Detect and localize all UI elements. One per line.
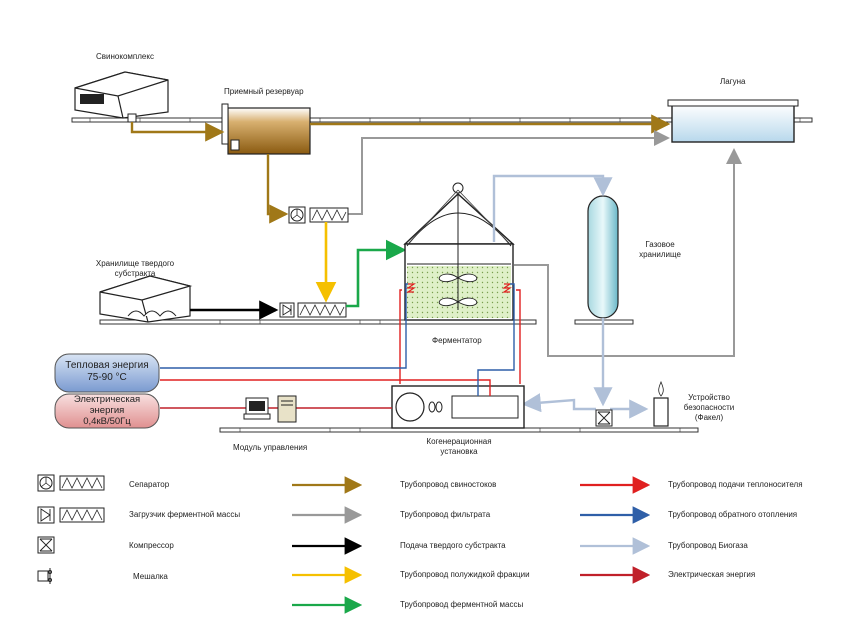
solid-storage-building	[99, 275, 193, 323]
legend-separator-label: Сепаратор	[129, 480, 170, 489]
electric-energy-line2: энергия	[89, 405, 125, 416]
legend-line-biogas: Трубопровод Биогаза	[668, 541, 748, 550]
legend-line-effluent: Трубопровод свиностоков	[400, 480, 497, 489]
receiving-tank-label: Приемный резервуар	[224, 87, 304, 96]
heat-energy-text: Тепловая энергия 75-90 °С	[55, 354, 159, 392]
heat-energy-line2: 75-90 °С	[87, 372, 127, 383]
pipe-fermenter-mass	[346, 239, 407, 308]
fermenter-label: Ферментатор	[432, 336, 482, 345]
legend-compressor-label: Компрессор	[129, 541, 174, 550]
heat-energy-pill	[54, 353, 160, 393]
legend-swatches	[292, 476, 651, 614]
legend-loader-label: Загрузчик ферментной массы	[129, 510, 241, 519]
solid-storage-label-line2: субстракта	[114, 269, 156, 278]
heat-energy-line1: Тепловая энергия	[65, 360, 149, 371]
legend-line-heat-supply: Трубопровод подачи теплоносителя	[668, 480, 803, 489]
safety-label-line3: (Факел)	[694, 413, 724, 422]
legend-compressor-symbol	[37, 536, 55, 554]
pipe-filtrate	[346, 130, 742, 357]
gas-storage-tank	[587, 195, 619, 319]
solid-storage-label-line1: Хранилище твердого	[95, 259, 175, 268]
legend-line-fermenter-mass: Трубопровод ферментной массы	[400, 600, 524, 609]
electric-energy-line3: 0,4кВ/50Гц	[83, 416, 131, 427]
legend-loader-symbol	[37, 506, 105, 524]
pipe-effluent	[130, 114, 671, 224]
pig-complex-building	[74, 71, 169, 123]
legend-line-return-heating: Трубопровод обратного отопления	[668, 510, 798, 519]
electric-energy-text: Электрическая энергия 0,4кВ/50Гц	[55, 394, 159, 428]
legend-line-filtrate: Трубопровод фильтрата	[400, 510, 491, 519]
ground-rails	[71, 117, 813, 433]
gas-storage-label: Газовое хранилище	[630, 240, 690, 260]
legend-mixer-label: Мешалка	[133, 572, 168, 581]
legend-line-electric: Электрическая энергия	[668, 570, 756, 579]
safety-device-label: Устройство безопасности (Факел)	[674, 393, 744, 423]
pipe-return-heating	[160, 283, 515, 396]
separator-unit	[288, 206, 349, 224]
control-module-label: Модуль управления	[233, 443, 308, 452]
safety-label-line1: Устройство	[688, 393, 730, 402]
gas-storage-label-line2: хранилище	[639, 250, 681, 259]
cogeneration-label-line1: Когенерационная	[426, 437, 492, 446]
lagoon-tank	[667, 99, 799, 143]
receiving-tank	[221, 103, 311, 155]
compressor-unit	[595, 409, 613, 427]
pipe-biogas	[492, 174, 649, 419]
pipe-heat-supply	[160, 289, 521, 396]
solid-storage-label: Хранилище твердого субстракта	[90, 259, 180, 279]
gas-storage-label-line1: Газовое	[645, 240, 675, 249]
fermenter-tank	[403, 182, 515, 321]
legend-line-solid: Подача твердого субстракта	[400, 541, 506, 550]
cogeneration-unit	[391, 385, 525, 429]
cogeneration-label: Когенерационная установка	[404, 437, 514, 457]
pig-complex-label: Свинокомплекс	[96, 52, 154, 61]
loader-unit	[279, 302, 347, 318]
legend-mixer-symbol	[37, 568, 52, 584]
legend-separator-symbol	[37, 474, 105, 492]
electric-energy-line1: Электрическая	[73, 394, 141, 405]
flare-unit	[653, 380, 669, 427]
safety-label-line2: безопасности	[683, 403, 735, 412]
electric-energy-pill	[54, 393, 160, 429]
cogeneration-label-line2: установка	[440, 447, 478, 456]
control-module	[243, 395, 297, 423]
lagoon-label: Лагуна	[720, 77, 746, 86]
legend-line-semi-liquid: Трубопровод полужидкой фракции	[400, 570, 530, 579]
